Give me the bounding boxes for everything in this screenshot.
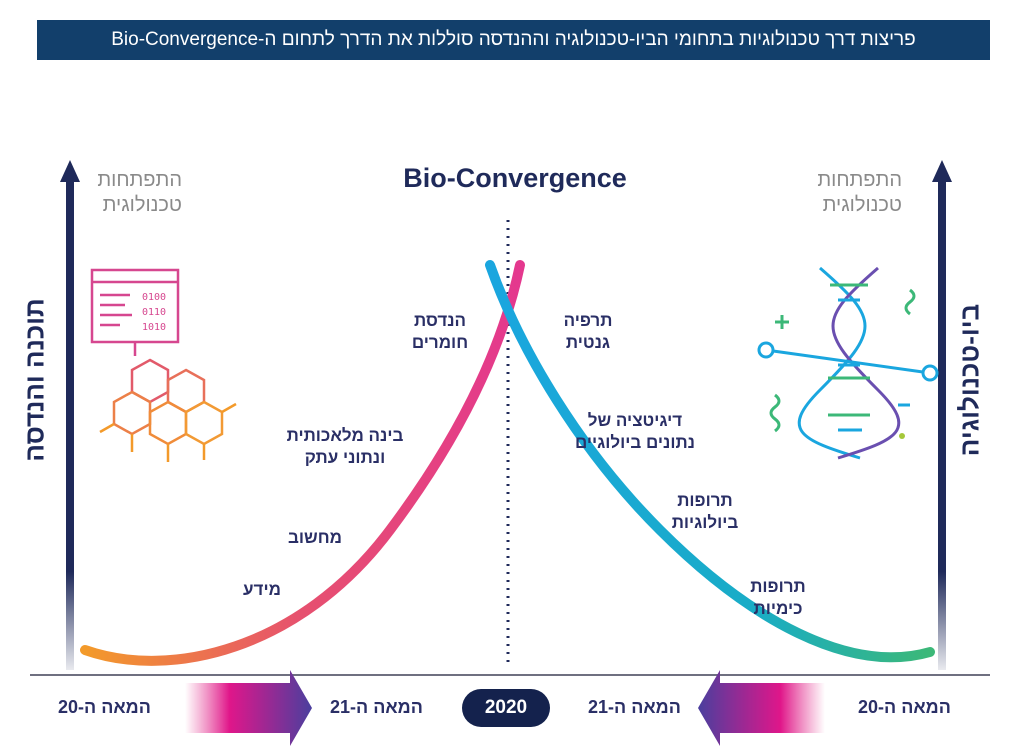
- svg-text:0100: 0100: [142, 292, 166, 303]
- timeline-left-start: המאה ה-20: [58, 697, 151, 717]
- year-badge: 2020: [462, 689, 550, 727]
- development-line: התפתחות: [817, 169, 902, 191]
- right-axis-arrow: [932, 160, 952, 670]
- development-line: טכנולוגית: [822, 194, 902, 216]
- timeline-right-start: המאה ה-20: [858, 697, 951, 717]
- milestone-information: מידע: [243, 580, 281, 599]
- milestone-computing: מחשוב: [288, 528, 342, 547]
- timeline-arrow-right: [185, 670, 312, 746]
- left-axis-label: תוכנה והנדסה: [19, 298, 50, 462]
- dna-icon: [757, 266, 939, 460]
- title-banner: פריצות דרך טכנולוגיות בתחומי הביו-טכנולו…: [37, 20, 990, 60]
- development-line: התפתחות: [97, 169, 182, 191]
- timeline-right-end: המאה ה-21: [588, 697, 681, 717]
- center-title: Bio-Convergence: [403, 163, 627, 193]
- engineering-curve: [80, 260, 525, 666]
- left-development-label: התפתחות טכנולוגית: [72, 168, 182, 218]
- left-axis-arrow: [60, 160, 80, 670]
- biotech-curve: [485, 260, 935, 663]
- svg-text:1010: 1010: [142, 322, 166, 333]
- right-development-label: התפתחות טכנולוגית: [792, 168, 902, 218]
- svg-text:0110: 0110: [142, 307, 166, 318]
- timeline-left-end: המאה ה-21: [330, 697, 423, 717]
- right-axis-label: ביו-טכנולוגיה: [954, 303, 985, 457]
- development-line: טכנולוגית: [102, 194, 182, 216]
- computer-molecule-icon: 0100 0110 1010: [90, 268, 237, 462]
- timeline-arrow-left: [698, 670, 825, 746]
